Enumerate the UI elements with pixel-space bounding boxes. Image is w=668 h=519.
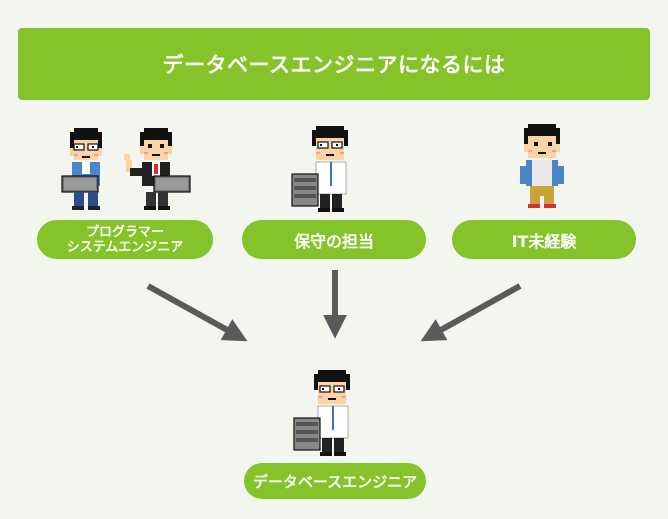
source-programmer-line1: プログラマー — [85, 224, 164, 240]
arrow-left — [146, 283, 248, 342]
programmer-with-laptop-icon — [61, 128, 102, 210]
maintenance-engineer-with-server-icon — [291, 126, 348, 212]
beginner-person-icon — [520, 124, 564, 208]
source-programmer-line2: システムエンジニア — [66, 239, 184, 255]
source-maintenance: 保守の担当 — [242, 220, 426, 259]
target-database-engineer: データベースエンジニア — [244, 463, 426, 499]
page-title: データベースエンジニアになるには — [18, 28, 650, 100]
source-no-it-experience: IT未経験 — [452, 220, 636, 259]
pointing-engineer-with-laptop-icon — [124, 128, 191, 210]
arrow-right — [420, 283, 522, 342]
database-engineer-with-server-icon — [293, 370, 350, 456]
source-programmer-se: プログラマー システムエンジニア — [37, 220, 213, 259]
